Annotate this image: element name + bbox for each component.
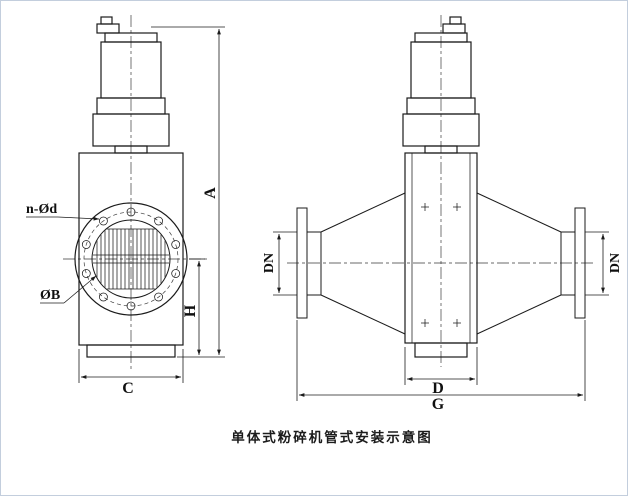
front-view: n-Ød ØB A H C	[26, 15, 225, 397]
bore-circle	[91, 219, 171, 299]
side-motor	[402, 16, 480, 154]
dimension-center-height: H	[182, 258, 205, 356]
drawing-caption: 单体式粉碎机管式安装示意图	[231, 429, 433, 445]
center-height-label: H	[182, 304, 199, 317]
overall-length-label: G	[432, 396, 445, 413]
corner-cross-marks	[421, 203, 461, 327]
leader-bore-diameter: ØB	[40, 275, 97, 304]
cutter-grid	[93, 228, 169, 290]
dn-right-label: DN	[608, 253, 623, 273]
body-width-label: D	[432, 380, 444, 397]
side-view: DN DN D G	[262, 15, 623, 413]
bolt-circle	[83, 211, 179, 307]
base-width-label: C	[122, 380, 134, 397]
overall-height-label: A	[202, 187, 219, 199]
dn-left-label: DN	[262, 253, 277, 273]
dimension-base-width: C	[78, 349, 184, 397]
side-base-foot	[414, 342, 468, 358]
bore-diameter-label: ØB	[40, 288, 60, 303]
left-cone-flange	[296, 192, 406, 335]
dimension-dn-right: DN	[585, 231, 623, 296]
front-base-flange	[86, 344, 176, 358]
outer-flange-circle	[74, 202, 188, 316]
left-pipe-flange	[296, 207, 308, 319]
right-cone-flange	[476, 192, 586, 335]
leader-bolt-holes: n-Ød	[26, 202, 100, 221]
dimension-overall-height: A	[151, 26, 225, 358]
dimension-body-width: D	[404, 347, 478, 397]
right-pipe-flange	[574, 207, 586, 319]
front-flange-disc	[74, 202, 188, 316]
bolt-holes-label: n-Ød	[26, 202, 57, 217]
side-body	[404, 152, 478, 358]
dimension-overall-length: G	[296, 320, 586, 413]
dimension-dn-left: DN	[262, 231, 297, 296]
front-housing	[78, 152, 184, 358]
bolt-holes	[81, 207, 181, 311]
